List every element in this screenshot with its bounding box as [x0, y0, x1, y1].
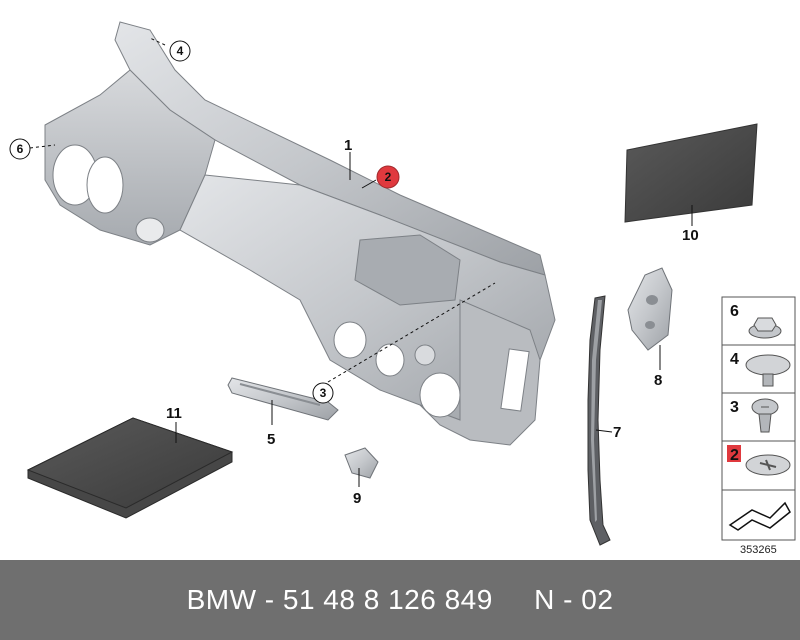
legend-row-2: 2	[727, 445, 791, 476]
callout-1: 1	[344, 137, 352, 154]
leader-lines	[29, 37, 693, 487]
callout-4-marker: 4	[169, 40, 191, 62]
insulation-mat-11	[26, 417, 234, 519]
callout-6: 6	[17, 142, 24, 156]
callout-9: 9	[353, 490, 361, 507]
legend-row-4: 4	[730, 351, 791, 387]
callout-7: 7	[613, 424, 621, 441]
fastener-legend: 6 4 3 2	[721, 296, 796, 541]
legend-number-2: 2	[730, 447, 739, 464]
callout-4: 4	[177, 44, 184, 58]
callout-10: 10	[682, 227, 699, 244]
bracket-9	[344, 447, 379, 479]
insulation-pad-10	[624, 123, 758, 223]
legend-row-3: 3	[730, 398, 779, 433]
callout-2-marker: 2	[376, 165, 400, 189]
footer-bar: BMW - 51 48 8 126 849 N - 02	[0, 560, 800, 640]
expansion-rivet-icon	[745, 454, 791, 476]
push-clip-icon	[745, 354, 791, 387]
legend-number-6: 6	[730, 303, 739, 320]
part-number-text: BMW - 51 48 8 126 849 N - 02	[186, 584, 614, 615]
legend-number-4: 4	[730, 351, 739, 368]
arrow-icon	[728, 501, 791, 531]
callout-11: 11	[166, 405, 182, 422]
bulkhead-part	[44, 21, 556, 446]
legend-number-3: 3	[730, 399, 739, 416]
reference-number: 353265	[740, 544, 777, 556]
bracket-8	[627, 267, 673, 351]
seal-7	[587, 295, 611, 546]
callout-6-marker: 6	[9, 138, 31, 160]
callout-3-marker: 3	[312, 382, 334, 404]
parts-diagram: 1 2 3 4 6 5 7 8 9 10 11 6	[9, 21, 796, 556]
callout-3: 3	[320, 386, 327, 400]
screw-clip-icon	[751, 398, 779, 433]
callout-8: 8	[654, 372, 662, 389]
callout-2: 2	[385, 170, 392, 184]
callout-5: 5	[267, 431, 275, 448]
hex-nut-icon	[748, 317, 782, 339]
legend-row-6: 6	[730, 303, 782, 339]
